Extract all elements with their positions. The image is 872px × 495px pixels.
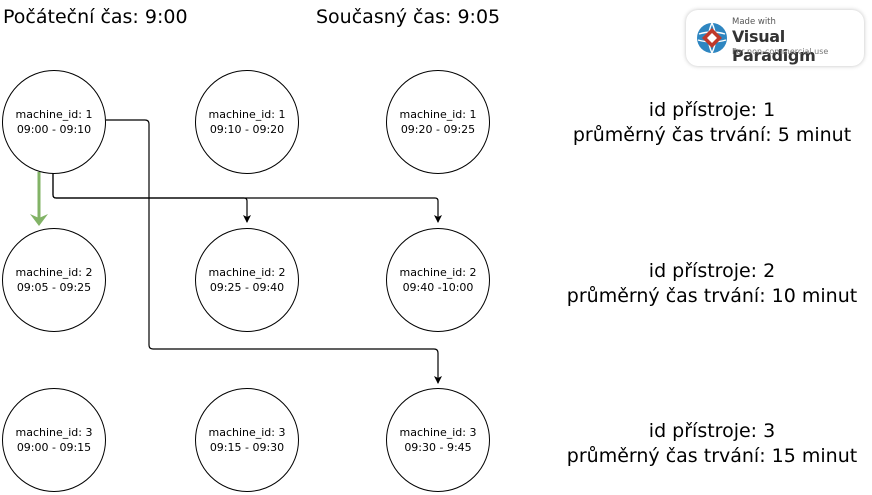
node-machine-1-slot-1[interactable]: machine_id: 1 09:00 - 09:10 bbox=[2, 70, 106, 174]
badge-made-with: Made with bbox=[732, 17, 776, 27]
machine-info-2: id přístroje: 2 průměrný čas trvání: 10 … bbox=[552, 259, 872, 309]
node-time-range: 09:15 - 09:30 bbox=[209, 441, 285, 454]
node-machine-label: machine_id: 1 bbox=[15, 108, 93, 121]
machine-id-text: id přístroje: 1 bbox=[648, 99, 776, 121]
node-machine-label: machine_id: 2 bbox=[208, 266, 286, 279]
node-time-range: 09:00 - 09:15 bbox=[16, 441, 92, 454]
node-machine-label: machine_id: 2 bbox=[15, 266, 93, 279]
node-machine-label: machine_id: 3 bbox=[208, 426, 286, 439]
machine-info-1: id přístroje: 1 průměrný čas trvání: 5 m… bbox=[552, 98, 872, 148]
visual-paradigm-badge: Made with Visual Paradigm For non-commer… bbox=[686, 10, 864, 66]
edge-m1-to-m3-third bbox=[106, 119, 442, 384]
machine-info-3: id přístroje: 3 průměrný čas trvání: 15 … bbox=[552, 419, 872, 469]
edge-m1-to-m2-third bbox=[52, 172, 442, 223]
node-machine-1-slot-2[interactable]: machine_id: 1 09:10 - 09:20 bbox=[195, 70, 299, 174]
machine-id-text: id přístroje: 3 bbox=[648, 420, 776, 442]
node-time-range: 09:00 - 09:10 bbox=[16, 123, 92, 136]
node-time-range: 09:40 -10:00 bbox=[402, 281, 474, 294]
node-machine-2-slot-2[interactable]: machine_id: 2 09:25 - 09:40 bbox=[195, 228, 299, 332]
node-machine-1-slot-3[interactable]: machine_id: 1 09:20 - 09:25 bbox=[386, 70, 490, 174]
node-machine-label: machine_id: 2 bbox=[399, 266, 477, 279]
node-machine-3-slot-1[interactable]: machine_id: 3 09:00 - 09:15 bbox=[2, 388, 106, 492]
machine-id-text: id přístroje: 2 bbox=[648, 260, 776, 282]
badge-usage-note: For non-commercial use bbox=[732, 47, 829, 56]
machine-duration-text: průměrný čas trvání: 5 minut bbox=[572, 124, 852, 146]
start-time-label: Počáteční čas: 9:00 bbox=[3, 6, 188, 28]
machine-duration-text: průměrný čas trvání: 10 minut bbox=[566, 285, 858, 307]
node-machine-label: machine_id: 3 bbox=[399, 426, 477, 439]
node-time-range: 09:10 - 09:20 bbox=[209, 123, 285, 136]
node-time-range: 09:05 - 09:25 bbox=[16, 281, 92, 294]
edge-m1-to-m2-second bbox=[52, 172, 251, 223]
node-time-range: 09:30 - 9:45 bbox=[404, 441, 472, 454]
visual-paradigm-logo-icon bbox=[697, 22, 727, 54]
current-time-label: Současný čas: 9:05 bbox=[316, 6, 501, 28]
badge-brand-name: Visual Paradigm bbox=[732, 27, 816, 65]
node-machine-3-slot-3[interactable]: machine_id: 3 09:30 - 9:45 bbox=[386, 388, 490, 492]
node-machine-label: machine_id: 3 bbox=[15, 426, 93, 439]
node-machine-3-slot-2[interactable]: machine_id: 3 09:15 - 09:30 bbox=[195, 388, 299, 492]
node-time-range: 09:25 - 09:40 bbox=[209, 281, 285, 294]
node-machine-label: machine_id: 1 bbox=[399, 108, 477, 121]
node-machine-2-slot-1[interactable]: machine_id: 2 09:05 - 09:25 bbox=[2, 228, 106, 332]
node-machine-label: machine_id: 1 bbox=[208, 108, 286, 121]
node-time-range: 09:20 - 09:25 bbox=[400, 123, 476, 136]
machine-duration-text: průměrný čas trvání: 15 minut bbox=[566, 445, 858, 467]
node-machine-2-slot-3[interactable]: machine_id: 2 09:40 -10:00 bbox=[386, 228, 490, 332]
